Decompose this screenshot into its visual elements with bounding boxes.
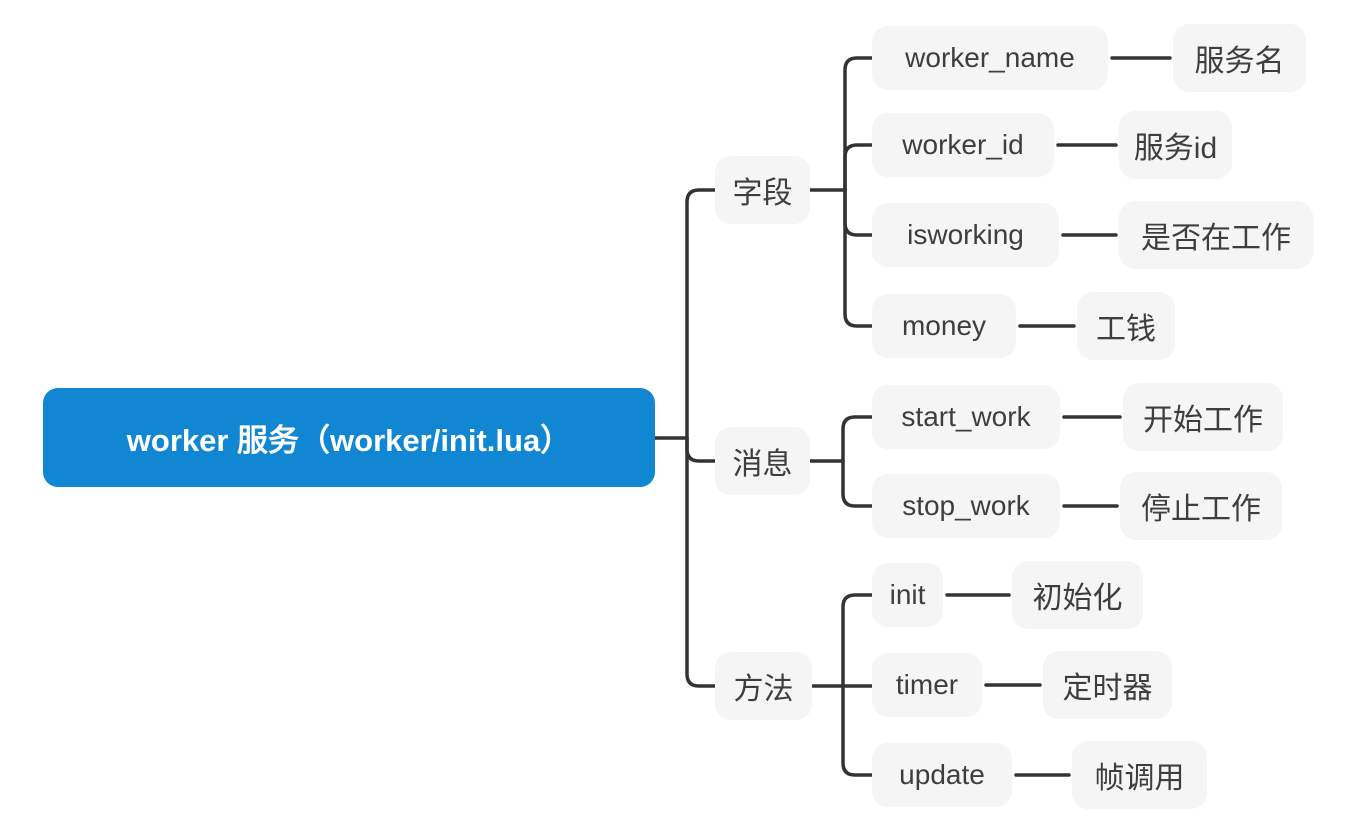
topic-worker-name[interactable]: worker_name [872,26,1108,90]
branch-topic-methods[interactable]: 方法 [715,652,812,720]
connector-root-fields [685,188,717,440]
desc-init[interactable]: 初始化 [1012,561,1143,629]
topic-init[interactable]: init [872,563,943,627]
desc-worker-id[interactable]: 服务id [1119,111,1232,179]
topic-stop-work[interactable]: stop_work [872,474,1060,538]
root-topic[interactable]: worker 服务（worker/init.lua） [43,388,655,487]
connector-fields-worker-name [843,56,874,192]
topic-isworking[interactable]: isworking [872,203,1059,267]
connector-messages-stop-work [841,459,874,508]
connector-root-messages [685,436,717,463]
connector-fields-isworking [843,188,874,237]
topic-money[interactable]: money [872,294,1016,358]
connector-messages-start-work [841,415,874,463]
desc-start-work[interactable]: 开始工作 [1123,383,1283,451]
desc-money[interactable]: 工钱 [1077,292,1175,360]
branch-topic-fields[interactable]: 字段 [715,156,810,224]
desc-worker-name[interactable]: 服务名 [1173,24,1306,92]
desc-timer[interactable]: 定时器 [1043,651,1172,719]
topic-worker-id[interactable]: worker_id [872,113,1054,177]
connector-fields-worker-id [843,143,874,192]
connector-fields-money [843,188,874,328]
topic-start-work[interactable]: start_work [872,385,1060,449]
desc-isworking[interactable]: 是否在工作 [1119,201,1313,269]
topic-update[interactable]: update [872,743,1012,807]
topic-timer[interactable]: timer [872,653,982,717]
connector-methods-update [841,684,874,777]
branch-topic-messages[interactable]: 消息 [715,427,810,495]
connector-methods-init [841,593,874,688]
desc-update[interactable]: 帧调用 [1072,741,1207,809]
connector-root-methods [685,436,717,688]
desc-stop-work[interactable]: 停止工作 [1120,472,1282,540]
